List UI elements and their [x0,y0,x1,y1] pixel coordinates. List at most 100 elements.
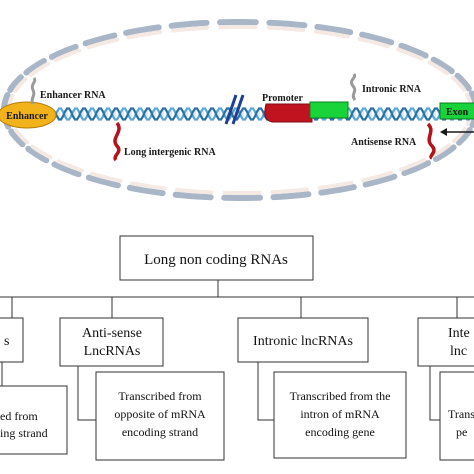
category-box-3 [237,317,369,363]
nucleus-segment [28,61,51,77]
category-desc-line: ed from [0,409,38,423]
category-3: Intronic lncRNAs Transcribed from the in… [253,334,390,439]
enhancer-rna-strand [30,77,37,105]
category-box-1 [0,317,24,363]
nucleus-segment [1,92,11,112]
nucleus-segment [270,191,312,201]
nucleus-segment [266,25,306,33]
category-name-line: Inte [448,326,470,341]
enhancer-rna-label: Enhancer RNA [40,90,106,101]
desc-connector-3 [257,362,274,421]
nucleus-segment [171,25,210,33]
nucleus-segment [13,77,28,94]
category-4: Inte lnc Transc pe [448,326,474,439]
nucleus-segment [25,145,50,164]
nucleus-segment [454,72,472,92]
nucleus-segment [51,161,82,178]
dna-strand [53,107,474,121]
category-name-line: Intronic lncRNAs [253,334,353,349]
dna-double-helix [53,107,474,121]
category-desc-line: opposite of mRNA [114,407,206,421]
nucleus-segment [396,47,424,61]
nucleus-segment [266,19,308,29]
nucleus-segment [23,58,47,76]
desc-box-2 [95,371,225,461]
nucleus-segment [317,180,354,190]
nucleus-segment [452,126,467,143]
intronic-rna-label: Intronic RNA [362,84,422,95]
category-name-line: s [4,334,9,349]
nucleus-segment [318,184,357,196]
nucleus-segment [401,160,432,177]
nucleus-segment [168,19,210,29]
category-desc-line: ing strand [0,426,48,440]
intron-gene-block [309,101,349,119]
nucleus-segment [468,90,474,110]
exon-block [439,102,474,120]
nucleus-segment [357,37,390,49]
category-1: s ed from ing strand [0,334,48,440]
enhancer-label: Enhancer [6,111,48,122]
nucleus-segment [398,42,429,59]
category-desc-line: pe [456,425,467,439]
category-desc-line: encoding strand [122,425,198,439]
long-intergenic-rna-label: Long intergenic RNA [124,147,216,158]
category-box-2 [59,317,164,367]
nucleus-segment [56,159,84,173]
category-name-line: LncRNAs [84,344,141,359]
nucleus-segment [359,31,395,46]
nucleus-segment [174,187,214,195]
nucleus-segment [86,37,119,50]
root-label: Long non coding RNAs [144,252,288,268]
nucleus-segment [85,174,121,189]
dna-break-mark [224,94,245,125]
promoter-block [264,103,313,123]
nucleus-segment [8,128,26,148]
enhancer-element: Enhancer [0,101,57,129]
desc-connector-4 [429,366,440,421]
category-box-4 [417,317,474,367]
nucleus-segment [14,128,30,145]
category-desc-line: Transcribed from [118,389,202,403]
category-2: Anti-sense LncRNAs Transcribed from oppo… [82,326,206,439]
category-desc-line: Transcribed from the [290,389,391,403]
nucleus-segment [430,56,455,75]
nucleus-segment [7,74,24,93]
nucleus-segment [123,24,162,36]
nucleus-segment [90,171,123,183]
nucleus-segment [433,144,457,162]
nucleus-segment [126,30,163,40]
nucleus-segment [30,144,53,160]
nucleus-segment [172,191,214,201]
category-name-line: Anti-sense [82,326,142,341]
category-desc-line: encoding gene [305,425,375,439]
nucleus-segment [130,181,167,191]
exon-arrow-head [440,128,447,136]
nucleus-segment [362,173,398,188]
nucleus-segment [427,60,450,76]
desc-box-1 [0,385,68,455]
desc-box-4 [439,371,474,461]
nucleus-segment [48,43,79,60]
nucleus-segment [429,143,452,159]
promoter-label: Promoter [262,93,303,104]
nucleus-segment [126,184,166,197]
nucleus-segment [450,75,466,92]
desc-connector-2 [77,366,96,421]
nucleus-segment [313,29,350,39]
nucleus-segment [398,158,427,172]
antisense-rna-strand [426,122,436,160]
nucleus-segment [53,48,82,62]
long-intergenic-rna-strand [113,121,121,162]
category-desc-line: Transc [448,407,474,421]
nucleus-segment [469,109,474,128]
intronic-rna-strand [349,73,357,101]
desc-box-3 [273,371,407,459]
antisense-rna-label: Antisense RNA [351,137,417,148]
nucleus-segment [361,170,394,183]
nucleus-segment [82,32,118,47]
nucleus-segment [270,187,309,195]
exon-label: Exon [446,107,469,118]
nucleus-segment [314,23,354,36]
